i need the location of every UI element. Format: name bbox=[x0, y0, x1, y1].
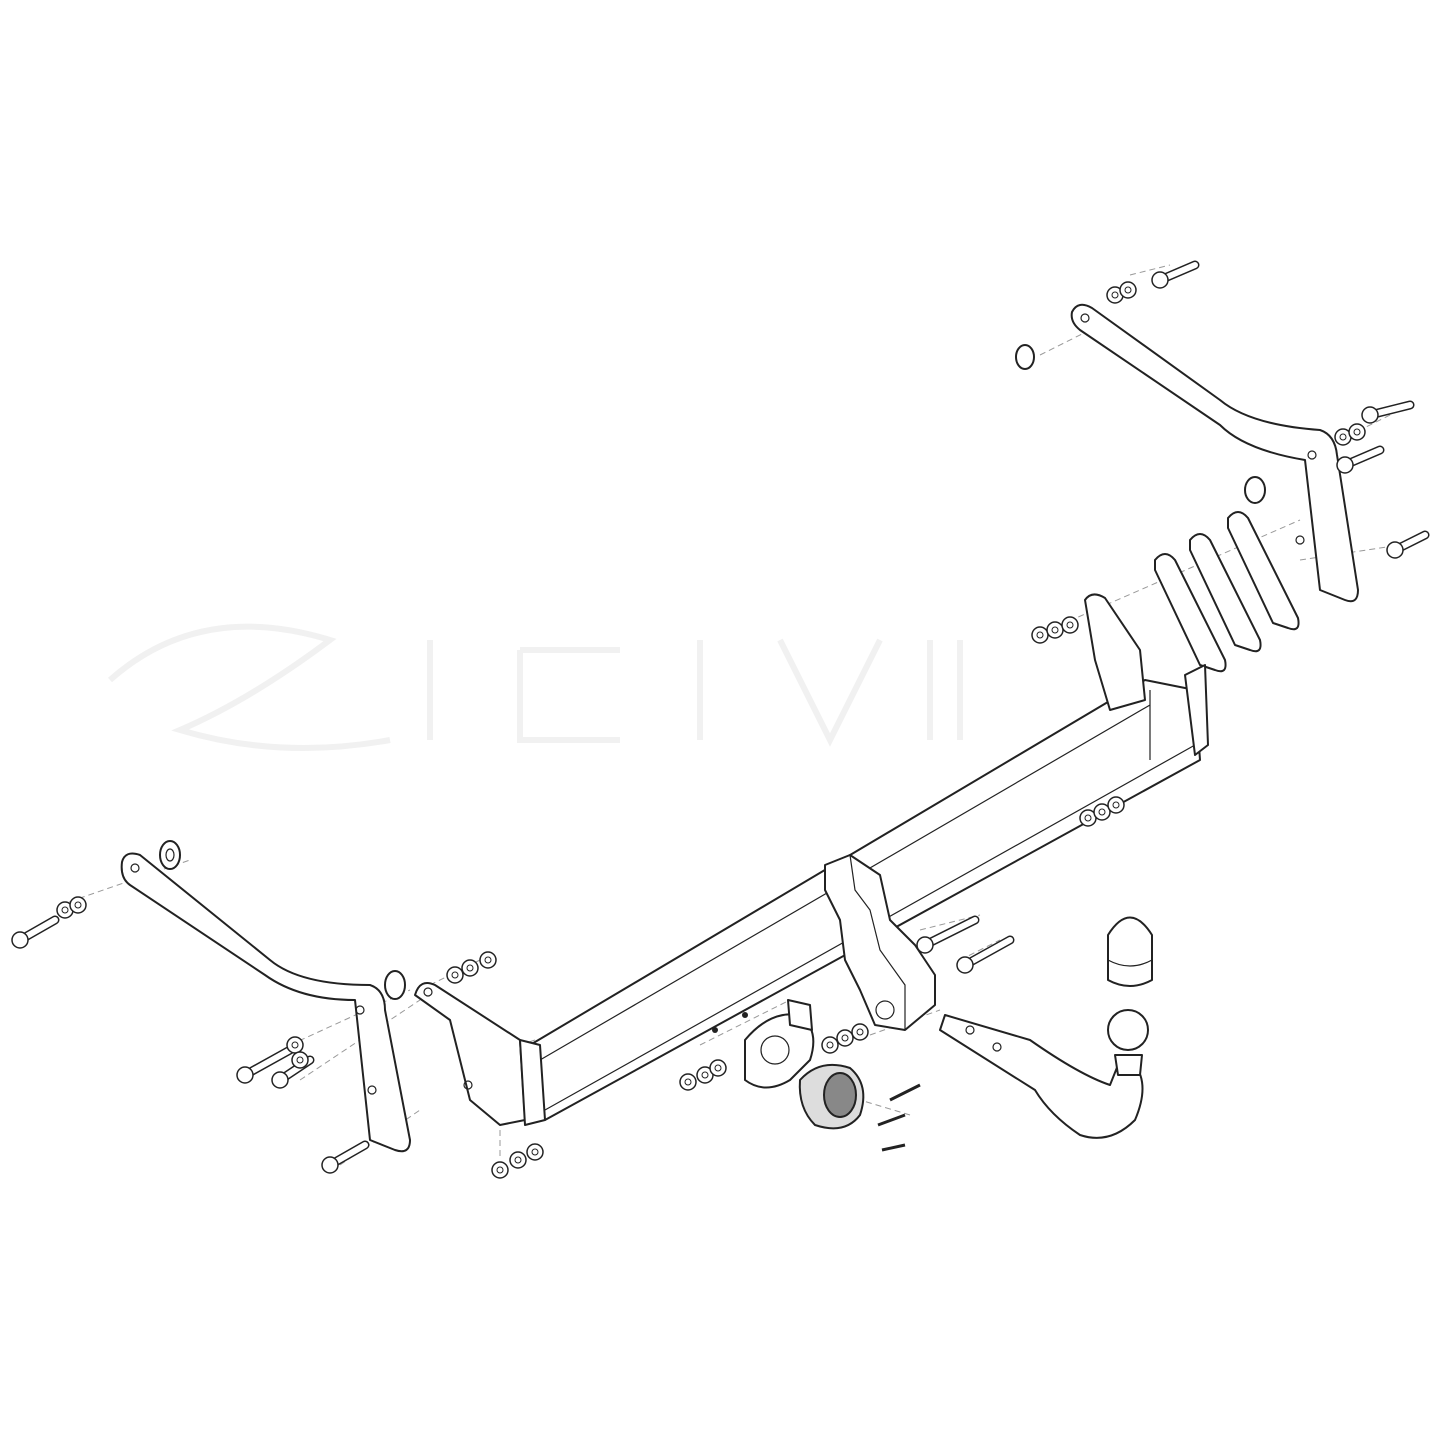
nut-washer-icon bbox=[679, 1073, 697, 1091]
nut-washer-icon bbox=[461, 959, 479, 977]
nut-hole bbox=[531, 1148, 539, 1156]
nut-hole bbox=[61, 906, 69, 914]
left-mount-plate bbox=[414, 982, 546, 1126]
rivet-icon bbox=[742, 1012, 748, 1018]
watermark-logo bbox=[108, 623, 963, 751]
nut-hole bbox=[484, 956, 492, 964]
nut-washer-icon bbox=[709, 1059, 727, 1077]
tow-ball-neck bbox=[939, 1009, 1149, 1139]
nut-hole bbox=[466, 964, 474, 972]
nut-hole bbox=[841, 1034, 849, 1042]
bolt-head-icon bbox=[271, 1071, 289, 1089]
bolt-head-icon bbox=[1151, 271, 1169, 289]
bolt-head-icon bbox=[956, 956, 974, 974]
nut-hole bbox=[1339, 433, 1347, 441]
nut-washer-icon bbox=[1348, 423, 1366, 441]
nut-washer-icon bbox=[491, 1161, 509, 1179]
bolt-head-icon bbox=[1361, 406, 1379, 424]
nut-hole bbox=[684, 1078, 692, 1086]
bolt-head-icon bbox=[916, 936, 934, 954]
nut-hole bbox=[1051, 626, 1059, 634]
bolt-head-icon bbox=[321, 1156, 339, 1174]
nut-washer-icon bbox=[1119, 281, 1137, 299]
nut-washer-icon bbox=[1061, 616, 1079, 634]
fasteners bbox=[11, 260, 1430, 1179]
nut-washer-icon bbox=[1031, 626, 1049, 644]
nut-washer-icon bbox=[69, 896, 87, 914]
nut-hole bbox=[296, 1056, 304, 1064]
nut-hole bbox=[1036, 631, 1044, 639]
nut-hole bbox=[714, 1064, 722, 1072]
nut-hole bbox=[1098, 808, 1106, 816]
nut-hole bbox=[514, 1156, 522, 1164]
bolt-head-icon bbox=[11, 931, 29, 949]
nut-washer-icon bbox=[509, 1151, 527, 1169]
nut-hole bbox=[451, 971, 459, 979]
right-side-bracket bbox=[1015, 303, 1359, 603]
nut-hole bbox=[74, 901, 82, 909]
shim-plates bbox=[1154, 511, 1300, 673]
nut-hole bbox=[701, 1071, 709, 1079]
crossbar bbox=[529, 593, 1209, 1121]
nut-hole bbox=[291, 1041, 299, 1049]
nut-washer-icon bbox=[479, 951, 497, 969]
nut-hole bbox=[1124, 286, 1132, 294]
nut-hole bbox=[496, 1166, 504, 1174]
center-bracket bbox=[824, 854, 936, 1031]
nut-washer-icon bbox=[446, 966, 464, 984]
rivet-icon bbox=[712, 1027, 718, 1033]
nut-hole bbox=[826, 1041, 834, 1049]
socket-plate bbox=[744, 999, 815, 1089]
nut-hole bbox=[1066, 621, 1074, 629]
nut-washer-icon bbox=[1107, 796, 1125, 814]
nut-hole bbox=[856, 1028, 864, 1036]
left-side-bracket bbox=[120, 840, 411, 1153]
nut-hole bbox=[1084, 814, 1092, 822]
nut-washer-icon bbox=[836, 1029, 854, 1047]
bolt-head-icon bbox=[1386, 541, 1404, 559]
nut-washer-icon bbox=[1093, 803, 1111, 821]
bolt-head-icon bbox=[1336, 456, 1354, 474]
nut-hole bbox=[1353, 428, 1361, 436]
nut-hole bbox=[1112, 801, 1120, 809]
screw-icon bbox=[881, 1143, 906, 1152]
nut-washer-icon bbox=[526, 1143, 544, 1161]
nut-washer-icon bbox=[851, 1023, 869, 1041]
screw-icon bbox=[889, 1083, 921, 1102]
bolt-shank bbox=[922, 917, 978, 948]
nut-washer-icon bbox=[286, 1036, 304, 1054]
electrical-socket bbox=[798, 1064, 865, 1130]
bolt-head-icon bbox=[236, 1066, 254, 1084]
tow-ball-cap bbox=[1107, 916, 1153, 987]
screw-icon bbox=[877, 1113, 906, 1127]
nut-washer-icon bbox=[821, 1036, 839, 1054]
nut-hole bbox=[1111, 291, 1119, 299]
nut-washer-icon bbox=[1046, 621, 1064, 639]
nut-washer-icon bbox=[291, 1051, 309, 1069]
